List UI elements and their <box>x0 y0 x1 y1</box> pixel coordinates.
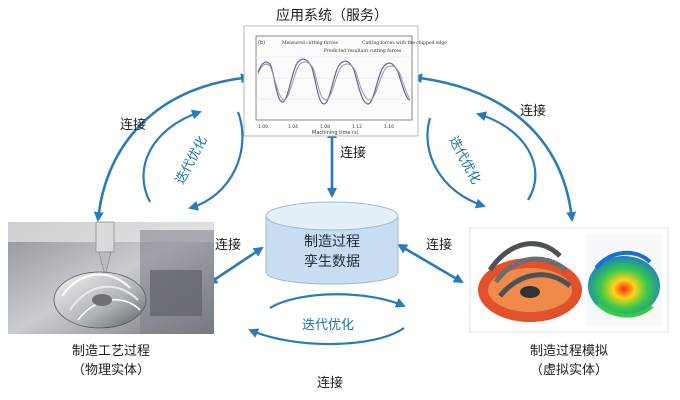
physical-line-2: （物理实体） <box>71 363 150 378</box>
link-label-center: 连接 <box>340 146 367 161</box>
simulation-line-2: （虚拟实体） <box>529 363 608 378</box>
chart-annotation-predicted: Predicted resultant cutting forces <box>324 48 402 54</box>
svg-text:1.08: 1.08 <box>320 124 330 130</box>
chart-axis-left-label: (b) <box>258 40 265 46</box>
physical-line-1: 制造工艺过程 <box>71 344 150 359</box>
series-measured <box>257 58 411 105</box>
loop-bottom-upper <box>269 293 406 309</box>
svg-text:1.04: 1.04 <box>288 124 298 130</box>
loop-bottom-lower <box>248 327 405 346</box>
chart-xlabel: Machining time (s) <box>312 130 359 136</box>
loop-right-outer <box>426 117 486 209</box>
loop-left-outer <box>188 111 244 211</box>
simulation-caption: 制造过程模拟 （虚拟实体） <box>494 342 644 380</box>
arc-right-top <box>412 73 577 222</box>
loop-left-inner <box>142 109 202 203</box>
database-label: 制造过程 孪生数据 <box>266 232 398 272</box>
svg-text:1.16: 1.16 <box>384 124 394 130</box>
database-line-1: 制造过程 <box>304 234 360 250</box>
link-label-bottom: 连接 <box>317 376 344 391</box>
chart-panel: (b) 1.00 1.04 1.08 1.12 1.16 Machining t… <box>243 25 447 137</box>
database-line-2: 孪生数据 <box>304 254 360 270</box>
database-cylinder <box>265 201 399 285</box>
arc-left-top <box>93 73 251 222</box>
arrow-left-db <box>207 246 264 285</box>
loop-label-bottom: 迭代优化 <box>302 318 355 333</box>
simulation-line-1: 制造过程模拟 <box>529 344 608 359</box>
series-predicted <box>257 61 411 101</box>
simulation-image <box>469 227 669 333</box>
link-label-right-db: 连接 <box>426 238 453 253</box>
chart-annotation-measured: Measured cutting forces <box>282 40 339 46</box>
loop-right-inner <box>476 111 537 201</box>
svg-text:1.12: 1.12 <box>352 124 362 130</box>
link-label-right-top: 连接 <box>520 104 547 119</box>
app-system-title: 应用系统（服务） <box>276 8 388 24</box>
chart-annotation-chipped: Cutting forces with the chipped edge <box>362 40 447 46</box>
physical-caption: 制造工艺过程 （物理实体） <box>30 342 192 380</box>
link-label-left-db: 连接 <box>215 238 242 253</box>
svg-text:1.00: 1.00 <box>258 124 268 130</box>
arrow-right-db <box>397 243 464 284</box>
cnc-machining-image <box>8 221 214 334</box>
link-label-left-top: 连接 <box>120 118 147 133</box>
